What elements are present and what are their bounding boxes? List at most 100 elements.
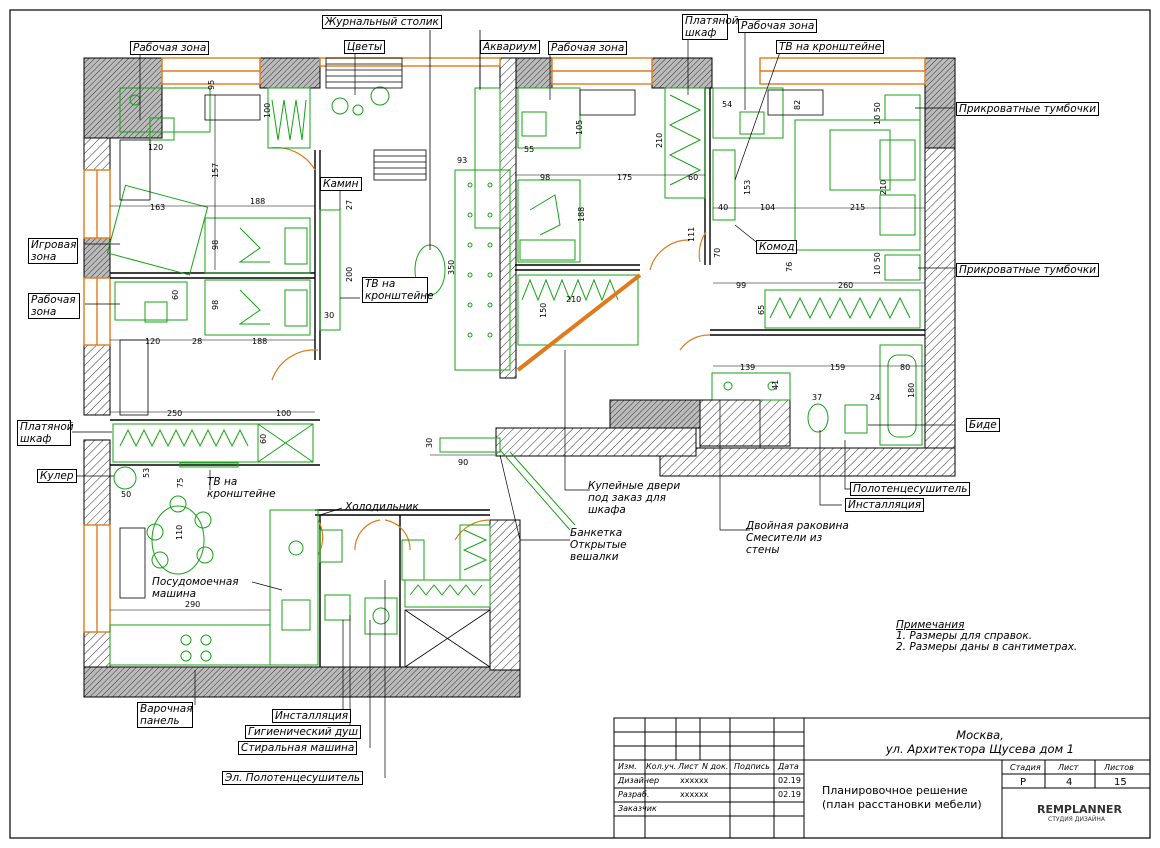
tb-col-list: Лист [678,762,699,771]
svg-text:50: 50 [121,490,131,499]
svg-text:40: 40 [718,203,728,212]
svg-text:250: 250 [167,409,182,418]
svg-text:139: 139 [740,363,755,372]
label-wardrobe-top: Платяной шкаф [682,14,739,40]
svg-text:41: 41 [771,380,780,390]
svg-text:24: 24 [870,393,880,402]
svg-text:54: 54 [722,100,732,109]
svg-text:159: 159 [830,363,845,372]
svg-text:188: 188 [577,207,586,222]
svg-text:200: 200 [345,267,354,282]
svg-text:27: 27 [345,200,354,210]
label-dresser: Комод [756,240,798,254]
label-tv-bracket-low: ТВ на кронштейне [207,476,276,500]
label-washing-machine: Стиральная машина [238,741,358,755]
notes-line-2: 2. Размеры даны в сантиметрах. [896,641,1078,653]
dimension-lines [110,95,925,611]
label-installation-1: Инсталляция [272,709,352,723]
dimension-texts: 95 100 120 157 163 188 27 98 98 200 30 6… [121,80,916,609]
svg-text:98: 98 [211,300,220,310]
label-tv-bracket-mid: ТВ на кронштейне [362,277,434,303]
sheet-frame [9,9,1151,839]
tb-col-izm: Изм. [618,762,637,771]
svg-text:60: 60 [171,290,180,300]
label-work-zone-left: Рабочая зона [28,293,80,319]
tb-list-header: Лист [1058,763,1079,772]
label-cooler: Кулер [37,469,77,483]
tb-sheet-title-2: (план расстановки мебели) [822,798,982,811]
svg-text:188: 188 [250,197,265,206]
tb-address-line-1: Москва, [956,728,1004,742]
svg-text:60: 60 [259,434,268,444]
svg-text:163: 163 [150,203,165,212]
tb-customer-role: Заказчик [618,804,657,813]
label-work-zone-1: Рабочая зона [130,41,210,55]
svg-text:111: 111 [687,227,696,242]
svg-text:70: 70 [713,248,722,258]
leader-lines [72,30,958,778]
label-fridge: Холодильник [345,501,419,513]
notes-title: Примечания [896,619,965,631]
svg-text:210: 210 [655,133,664,148]
tb-stage-header: Стадия [1010,763,1041,772]
svg-text:110: 110 [175,525,184,540]
label-wardrobe-left: Платяной шкаф [17,420,74,446]
svg-text:105: 105 [575,120,584,135]
svg-text:28: 28 [192,337,202,346]
brand-logo: REMPLANNER [1037,803,1122,816]
svg-text:188: 188 [252,337,267,346]
svg-text:215: 215 [850,203,865,212]
tb-list-value: 4 [1066,777,1073,788]
label-tv-bracket-top: ТВ на кронштейне [776,40,885,54]
svg-text:98: 98 [540,173,550,182]
tb-dev-date: 02.19 [778,790,801,799]
label-towel-dryer: Полотенцесушитель [850,482,971,496]
svg-text:10 50: 10 50 [873,252,882,275]
tb-lists-value: 15 [1114,777,1127,788]
label-installation-2: Инсталляция [845,498,925,512]
svg-text:100: 100 [276,409,291,418]
label-bidet: Биде [966,418,1000,432]
svg-text:98: 98 [211,240,220,250]
svg-text:82: 82 [793,100,802,110]
svg-text:65: 65 [757,305,766,315]
tb-designer-role: Дизайнер [618,776,660,785]
svg-text:120: 120 [145,337,160,346]
brand-subtitle: СТУДИЯ ДИЗАЙНА [1048,816,1105,823]
label-hygienic-shower: Гигиенический душ [245,725,362,739]
svg-text:93: 93 [457,156,467,165]
svg-text:99: 99 [736,281,746,290]
svg-text:175: 175 [617,173,632,182]
svg-text:104: 104 [760,203,775,212]
tb-col-podpis: Подпись [734,762,770,771]
label-dishwasher: Посудомоечная машина [152,576,239,600]
svg-text:260: 260 [838,281,853,290]
label-work-zone-2: Рабочая зона [548,41,628,55]
notes-line-1: 1. Размеры для справок. [896,630,1033,642]
tb-stage-value: Р [1020,777,1027,788]
tb-col-data: Дата [778,762,799,771]
label-play-zone: Игровая зона [28,238,78,264]
label-electric-towel-dryer: Эл. Полотенцесушитель [222,771,364,785]
tb-designer-name: хххххх [680,776,709,785]
label-bedside-tables-2: Прикроватные тумбочки [956,263,1100,277]
svg-text:53: 53 [142,468,151,478]
tb-dev-name: хххххх [680,790,709,799]
label-bedside-tables-1: Прикроватные тумбочки [956,102,1100,116]
tb-sheet-title-1: Планировочное решение [822,784,968,797]
svg-text:30: 30 [324,311,334,320]
tb-col-ndok: N док. [702,762,729,771]
svg-text:37: 37 [812,393,822,402]
svg-text:210: 210 [566,295,581,304]
svg-text:120: 120 [148,143,163,152]
svg-text:290: 290 [185,600,200,609]
label-work-zone-3: Рабочая зона [738,19,818,33]
label-bench: Банкетка Открытые вешалки [570,527,627,563]
svg-text:60: 60 [688,173,698,182]
tb-address-line-2: ул. Архитектора Щусева дом 1 [885,742,1075,756]
label-aquarium: Аквариум [480,40,540,54]
svg-text:150: 150 [539,303,548,318]
svg-text:180: 180 [907,383,916,398]
